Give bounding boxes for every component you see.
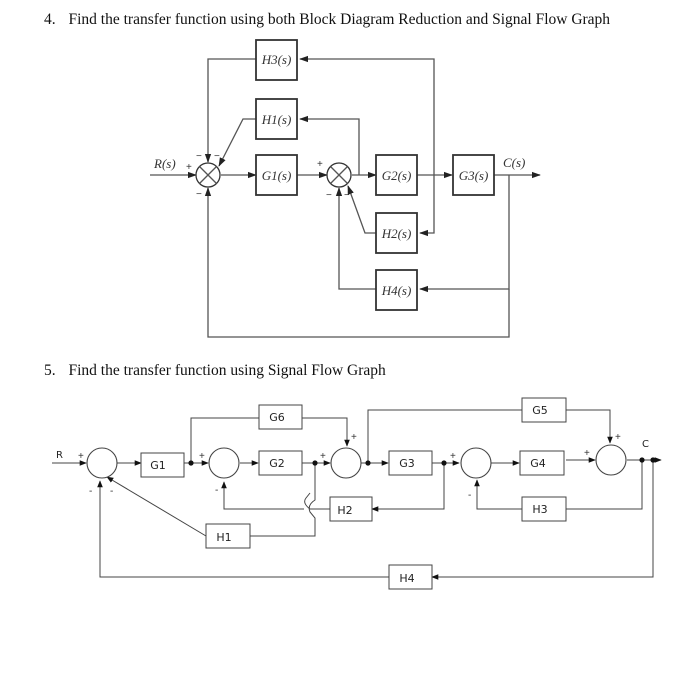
sign2-sum3-plus-left: + (320, 451, 326, 462)
block2-g1-label: G1 (150, 459, 166, 472)
sign-sum2-bottom-left: − (326, 190, 332, 201)
sign-sum2-bottom-right: − (344, 190, 350, 201)
question-5-text: Find the transfer function using Signal … (68, 362, 386, 379)
block2-g3: G3 (388, 450, 433, 476)
block2-g4: G4 (519, 450, 565, 476)
sign2-sum5-plus-top: + (615, 432, 621, 443)
summing-node-2 (208, 447, 240, 479)
block-h4: H4(s) (375, 269, 418, 311)
wire2-to-g5 (367, 409, 522, 463)
wire2-to-h4 (431, 460, 654, 580)
wire2-to-g6 (190, 417, 259, 463)
wire-to-h2 (419, 175, 435, 237)
summing-junction-1 (195, 162, 221, 188)
block2-g1: G1 (140, 452, 185, 478)
block-g2: G2(s) (375, 154, 418, 196)
block2-g6: G6 (258, 404, 303, 430)
wire-h3-to-sum1 (204, 58, 256, 163)
block-g3-label: G3(s) (459, 168, 489, 183)
wire-to-h3 (299, 55, 435, 175)
block2-g6-label: G6 (269, 411, 285, 424)
wire-h1-to-sum1 (218, 118, 256, 167)
block-diagram-1: H3(s) H1(s) G1(s) G2(s) G3(s) H2(s) H4(s… (150, 39, 541, 338)
wire-to-h1 (299, 115, 360, 175)
output2-label-c: C (642, 439, 649, 450)
block2-h2-label: H2 (337, 504, 352, 517)
wire-h4-to-sum2 (335, 187, 376, 290)
block2-h4-label: H4 (399, 572, 414, 585)
wire-h2-to-sum2 (347, 185, 376, 234)
summing-node-1 (86, 447, 118, 479)
block2-g3-label: G3 (399, 457, 415, 470)
sign2-sum3-plus-top: + (351, 432, 357, 443)
input2-label-r: R (56, 450, 63, 461)
wire-unity-feedback (204, 187, 510, 338)
block2-g5: G5 (521, 397, 567, 423)
block-g2-label: G2(s) (382, 168, 412, 183)
block2-h3: H3 (521, 496, 567, 522)
sign2-sum4-plus: + (450, 451, 456, 462)
sign-sum2-input: + (317, 159, 323, 170)
wire2-to-h2 (371, 463, 445, 512)
block-h2: H2(s) (375, 212, 418, 254)
sign2-sum1-minus-a: - (89, 486, 92, 497)
block2-h3-label: H3 (532, 503, 547, 516)
sign2-sum1-plus: + (78, 451, 84, 462)
wire2-h2-to-sum2 (224, 482, 330, 510)
input-label-r: R(s) (153, 156, 176, 171)
block-h2-label: H2(s) (381, 226, 412, 241)
block-h1-label: H1(s) (261, 112, 292, 127)
block2-h1: H1 (205, 523, 251, 549)
block-diagram-2: G1 G6 G2 G3 G5 G4 H2 H3 (52, 397, 662, 590)
wire2-h1-to-sum1 (106, 476, 207, 537)
node-after-sum5-a (639, 457, 645, 463)
block-h1: H1(s) (255, 98, 298, 140)
output-label-c: C(s) (503, 155, 525, 170)
node-after-g1 (188, 460, 194, 466)
block2-h2: H2 (329, 496, 373, 522)
sign-sum1-top-right: − (214, 151, 220, 162)
block2-h4: H4 (388, 564, 433, 590)
wire2-h4-to-sum1 (97, 480, 389, 578)
question-4-number: 4. (44, 11, 56, 28)
question-5-number: 5. (44, 362, 56, 379)
node-after-g3 (441, 460, 447, 466)
summing-node-5 (595, 444, 627, 476)
node-after-sum3 (365, 460, 371, 466)
sign2-sum2-plus: + (199, 451, 205, 462)
block2-g2: G2 (258, 450, 303, 476)
block2-g5-label: G5 (532, 404, 548, 417)
block-h3: H3(s) (255, 39, 298, 81)
question-5: 5. Find the transfer function using Sign… (44, 362, 386, 380)
wire2-g5-to-sum5 (566, 409, 613, 444)
wire2-g6-to-sum3 (302, 417, 350, 447)
block-g1: G1(s) (255, 154, 298, 196)
sign2-sum2-minus: - (215, 485, 218, 496)
summing-node-3 (330, 447, 362, 479)
sign-sum1-bottom: − (196, 189, 202, 200)
question-4-text: Find the transfer function using both Bl… (68, 11, 611, 28)
sign2-sum5-plus-left: + (584, 448, 590, 459)
sign2-sum1-minus-b: - (110, 486, 113, 497)
sign2-sum4-minus: - (468, 490, 471, 501)
question-4: 4. Find the transfer function using both… (44, 11, 610, 29)
block-g3: G3(s) (452, 154, 495, 196)
block2-h1-label: H1 (216, 531, 231, 544)
block-h4-label: H4(s) (381, 283, 412, 298)
summing-junction-2 (326, 162, 352, 188)
block2-g2-label: G2 (269, 457, 285, 470)
summing-node-4 (460, 447, 492, 479)
wire2-to-h1 (250, 463, 316, 537)
block2-g4-label: G4 (530, 457, 546, 470)
sign-sum1-input: + (186, 162, 192, 173)
wire2-to-h3 (566, 460, 643, 510)
wire2-h3-to-sum4 (474, 479, 522, 510)
node-after-sum5-b (650, 457, 656, 463)
block-g1-label: G1(s) (262, 168, 292, 183)
node-after-g2 (312, 460, 318, 466)
block-h3-label: H3(s) (261, 52, 292, 67)
sign-sum1-top-left: − (196, 151, 202, 162)
